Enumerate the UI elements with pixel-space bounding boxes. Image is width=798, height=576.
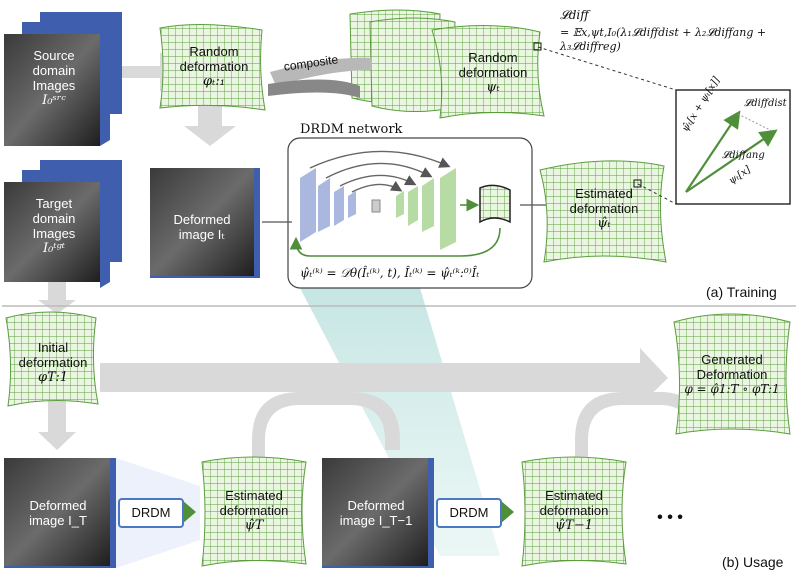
network-formula: ψ̂ₜ⁽ᵏ⁾ = 𝒟θ(Îₜ⁽ᵏ⁾, t), Îₜ⁽ᵏ⁾ = ψ̂ₜ⁽ᵏ:⁰⁾Î… — [300, 266, 480, 280]
composite-ribbon-dark — [268, 79, 360, 98]
loop-arrow-2 — [575, 392, 700, 464]
deformed-image-T1 — [322, 458, 434, 568]
estimated-deformation-T1-grid — [521, 456, 627, 567]
inset-arrow-true — [685, 110, 741, 193]
feedback-arrow — [289, 227, 501, 257]
random-deformation-left-grid — [159, 23, 266, 111]
loss-rhs: = 𝔼x,ψt,I₀(λ₁𝓛diffdist + λ₂𝓛diffang + λ₃… — [560, 26, 767, 53]
initial-deformation-grid — [5, 311, 99, 407]
arrow-target-down — [38, 280, 76, 314]
skip-connections — [309, 150, 451, 193]
network-funnel — [300, 288, 500, 556]
drdm-button-1: DRDM — [118, 498, 184, 528]
main-usage-arrow — [100, 348, 668, 405]
drdm-button-2: DRDM — [436, 498, 502, 528]
deformed-image-train — [150, 168, 260, 278]
composite-ribbon — [270, 57, 372, 86]
usage-section-label: (b) Usage — [722, 554, 784, 570]
inset-arrow-estimated — [685, 129, 778, 193]
arrow-deform-down — [184, 96, 236, 146]
estimated-deformation-T-grid — [201, 456, 307, 567]
inset-dist-label: 𝓛diffdist — [744, 98, 787, 109]
inset-ang-label: 𝓛diffang — [722, 150, 765, 161]
source-image-stack — [4, 12, 122, 146]
drdm-network-title: DRDM network — [300, 122, 403, 137]
unet-layers — [300, 168, 456, 250]
arrow-initial-down — [38, 400, 76, 450]
composite-grids — [349, 9, 545, 119]
loss-lhs: 𝓛diff — [560, 8, 589, 22]
target-image-stack — [4, 160, 122, 288]
generated-deformation-grid — [673, 313, 791, 435]
ellipsis: • • • — [657, 509, 683, 526]
arrow-source-to-deform — [105, 52, 180, 92]
training-section-label: (a) Training — [706, 284, 777, 300]
deformed-image-T — [4, 458, 200, 568]
output-volume-icon — [479, 184, 511, 224]
